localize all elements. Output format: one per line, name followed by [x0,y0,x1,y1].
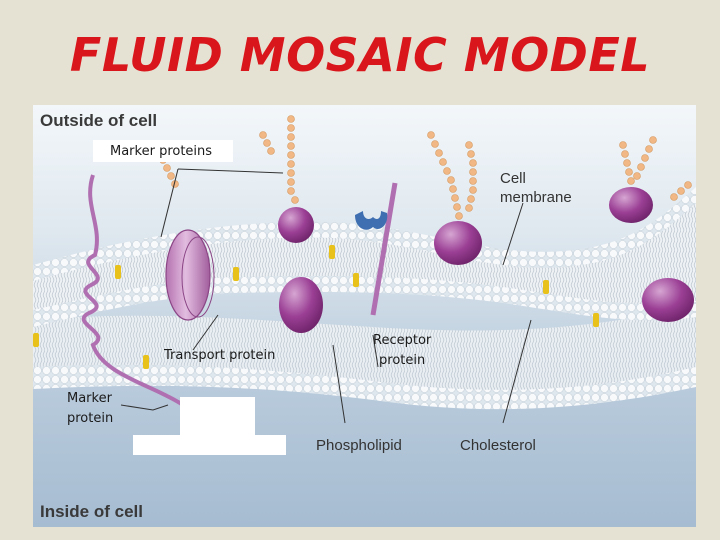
membrane-outer-leaflet [33,195,696,320]
transport-protein-label: Transport protein [164,348,276,363]
marker-protein-label-line2: protein [67,411,114,426]
membrane-inner-heads [33,364,696,410]
receptor-protein-label-line1: Receptor [373,333,432,348]
cell-membrane-label-line2: membrane [500,189,572,206]
marker-proteins-label: Marker proteins [110,144,213,159]
cover-box-upper [180,397,255,437]
cell-membrane-label-line1: Cell [500,170,526,187]
receptor-protein-label: Receptor protein [373,331,431,371]
receptor-signal-icon [355,211,388,230]
membrane-inner-leaflet [33,305,696,397]
marker-protein-label: Marker protein [67,389,113,429]
cholesterol-icon [33,245,599,369]
cholesterol-label: Cholesterol [460,437,536,454]
marker-proteins-label-bg [93,140,233,162]
transport-protein [165,229,215,321]
receptor-rod [370,182,398,316]
membrane-outer-heads [33,187,696,281]
slide-title: FLUID MOSAIC MODEL [69,28,651,82]
glycoprotein-icon [278,207,323,333]
leader-lines [120,168,532,424]
cell-membrane-label: Cell membrane [500,169,572,207]
membrane-diagram [33,115,696,424]
glycan-chains [159,115,692,220]
marker-protein-label-line1: Marker [67,391,112,406]
receptor-protein-label-line2: protein [379,353,426,368]
inside-cell-label: Inside of cell [40,502,143,521]
cover-box-lower [133,435,286,455]
helical-marker-protein [81,174,185,407]
outside-cell-label: Outside of cell [40,111,158,130]
phospholipid-label: Phospholipid [316,437,402,454]
glycoprotein-icon [434,187,694,322]
diagram-panel: Outside of cell Inside of cell Marker pr… [33,105,696,527]
